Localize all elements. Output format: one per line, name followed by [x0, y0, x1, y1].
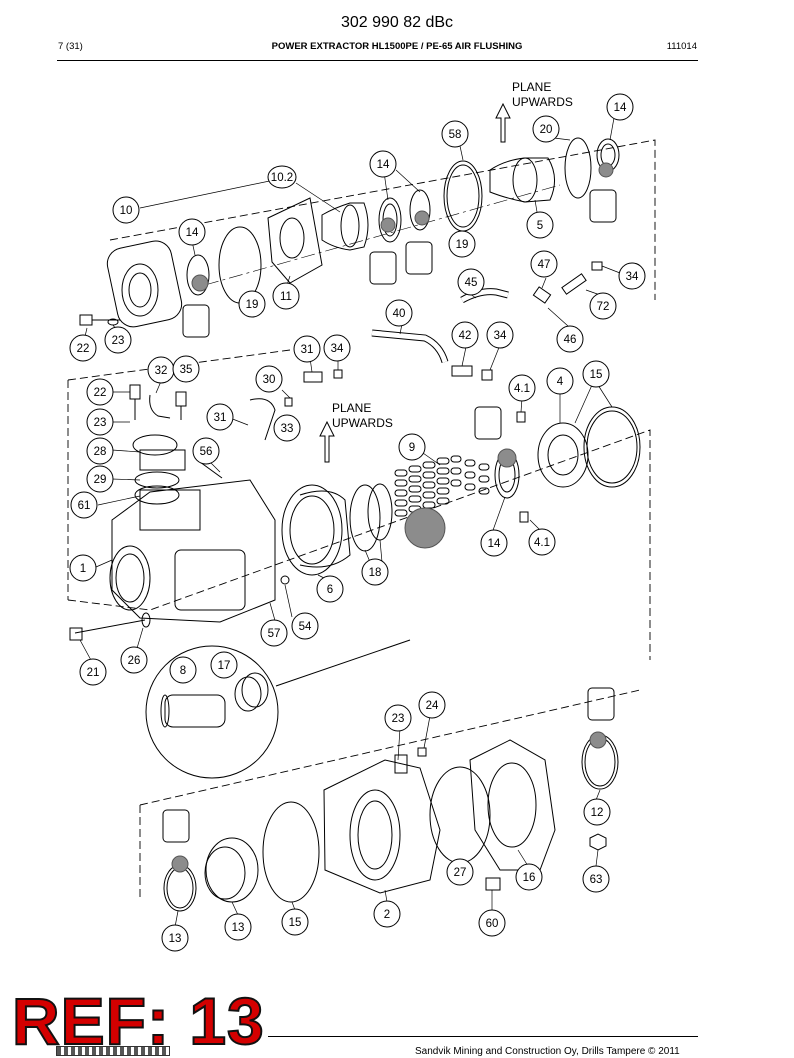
- callout-label: 72: [597, 301, 610, 313]
- pin-cluster: [394, 448, 517, 549]
- callout-label: 9: [409, 442, 415, 454]
- callout-label: 6: [327, 584, 333, 596]
- callout-label: 12: [591, 807, 604, 819]
- callout-label: 23: [112, 335, 125, 347]
- callout-label: 13: [232, 922, 245, 934]
- footer-copyright: Sandvik Mining and Construction Oy, Dril…: [415, 1046, 680, 1057]
- callout-label: 31: [214, 412, 227, 424]
- callout-label: 27: [454, 867, 467, 879]
- callout-label: 14: [377, 159, 390, 171]
- callout-label: 4.1: [534, 537, 550, 549]
- callout-label: 14: [488, 538, 501, 550]
- callout-label: 22: [77, 343, 90, 355]
- callout-label: 40: [393, 308, 406, 320]
- callout-label: 42: [459, 330, 472, 342]
- callout-label: 22: [94, 387, 107, 399]
- document-title: POWER EXTRACTOR HL1500PE / PE-65 AIR FLU…: [271, 41, 523, 52]
- note-upwards-2: UPWARDS: [332, 416, 393, 430]
- callout-label: 23: [392, 713, 405, 725]
- hoses-fittings: [303, 261, 603, 383]
- callout-label: 30: [263, 374, 276, 386]
- plane-upward-arrows: [319, 102, 511, 463]
- callout-label: 54: [299, 621, 312, 633]
- callout-label: 10: [120, 205, 133, 217]
- callout-label: 14: [614, 102, 627, 114]
- callout-label: 58: [449, 129, 462, 141]
- leader-lines: [79, 117, 621, 928]
- callout-label: 31: [301, 344, 314, 356]
- callout-label: 16: [523, 872, 536, 884]
- callout-label: 28: [94, 446, 107, 458]
- note-plane-1: PLANE: [512, 80, 551, 94]
- callout-label: 4: [557, 376, 564, 388]
- callout-label: 1: [80, 563, 86, 575]
- top-part-group: [79, 137, 620, 328]
- callout-label: 24: [426, 700, 439, 712]
- header-rule: [57, 60, 698, 61]
- callout-label: 5: [537, 220, 543, 232]
- callout-label: 57: [268, 628, 281, 640]
- callout-label: 63: [590, 874, 603, 886]
- callout-label: 23: [94, 417, 107, 429]
- assembly-envelope: [67, 139, 656, 900]
- bottom-part-group: [163, 731, 619, 912]
- callout-label: 8: [180, 665, 186, 677]
- callout-label: 46: [564, 334, 577, 346]
- callout-label: 34: [626, 271, 639, 283]
- footer-rule: [268, 1036, 698, 1037]
- callout-label: 21: [87, 667, 100, 679]
- callout-label: 34: [331, 343, 344, 355]
- document-number: 302 990 82 dBc: [340, 14, 454, 31]
- callout-label: 15: [289, 917, 302, 929]
- callout-labels: 14 20 58 14 10.2 10 5 14 19 47 34 45 72 …: [77, 102, 639, 945]
- callout-label: 34: [494, 330, 507, 342]
- note-upwards-1: UPWARDS: [512, 95, 573, 109]
- callout-label: 45: [465, 277, 478, 289]
- reference-label: REF: 13: [11, 984, 265, 1058]
- callout-label: 61: [78, 500, 91, 512]
- callout-label: 26: [128, 655, 141, 667]
- callout-label: 17: [218, 660, 231, 672]
- kit-icons: [162, 162, 617, 843]
- callout-label: 29: [94, 474, 107, 486]
- callout-label: 32: [155, 365, 168, 377]
- callout-label: 13: [169, 933, 182, 945]
- callout-label: 60: [486, 918, 499, 930]
- callout-label: 11: [280, 291, 292, 303]
- callout-label: 20: [540, 124, 553, 136]
- callout-label: 2: [384, 909, 390, 921]
- document-date: 111014: [666, 41, 697, 52]
- callout-label: 47: [538, 259, 551, 271]
- callout-label: 14: [186, 227, 199, 239]
- callout-label: 4.1: [514, 383, 530, 395]
- middle-part-group: [69, 384, 641, 641]
- callout-label: 19: [246, 299, 259, 311]
- page-number: 7 (31): [58, 41, 83, 52]
- callout-label: 15: [590, 369, 603, 381]
- company-logo: [56, 1046, 170, 1056]
- callout-label: 10.2: [271, 172, 293, 184]
- callout-label: 33: [281, 423, 294, 435]
- callout-label: 19: [456, 239, 469, 251]
- callout-label: 18: [369, 567, 382, 579]
- callout-balloons: [69, 93, 646, 952]
- callout-label: 56: [200, 446, 213, 458]
- note-plane-2: PLANE: [332, 401, 371, 415]
- detail-circle: [145, 639, 411, 779]
- callout-label: 35: [180, 364, 193, 376]
